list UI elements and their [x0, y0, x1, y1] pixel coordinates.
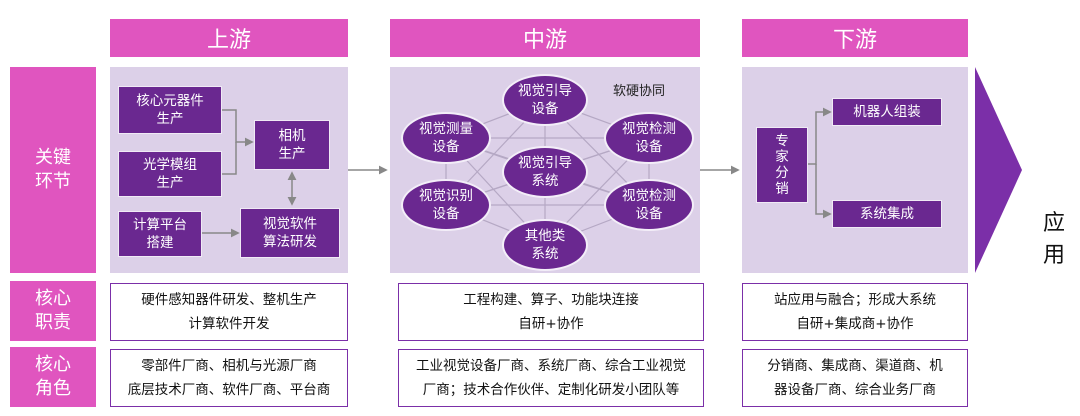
midstream-duty-line: 工程构建、算子、功能块连接	[463, 292, 639, 308]
downstream-role-line: 器设备厂商、综合业务厂商	[774, 382, 936, 398]
downstream-role-line: 分销商、集成商、渠道商、机	[767, 358, 943, 374]
vision-measure-device-node: 视觉测量 设备	[401, 112, 491, 164]
computing-platform-box: 计算平台 搭建	[118, 211, 202, 257]
hardware-software-synergy-label: 软硬协同	[613, 84, 666, 99]
header-downstream: 下游	[742, 19, 968, 57]
vision-guide-device-node: 视觉引导 设备	[502, 74, 588, 126]
upstream-role-line: 底层技术厂商、软件厂商、平台商	[127, 382, 331, 398]
midstream-role-line: 厂商；技术合作伙伴、定制化研发小团队等	[422, 382, 680, 398]
vision-guide-system-node: 视觉引导 系统	[502, 146, 588, 198]
upstream-duty-line: 计算软件开发	[188, 316, 270, 332]
upstream-role-line: 零部件厂商、相机与光源厂商	[141, 358, 317, 374]
downstream-duty-box: 站应用与融合；形成大系统 自研+集成商+协作	[742, 283, 968, 341]
midstream-role-box: 工业视觉设备厂商、系统厂商、综合工业视觉 厂商；技术合作伙伴、定制化研发小团队等	[398, 349, 704, 407]
system-integration-box: 系统集成	[832, 200, 942, 228]
header-upstream: 上游	[110, 19, 348, 57]
application-label: 应 用	[1042, 211, 1065, 268]
upstream-duty-line: 硬件感知器件研发、整机生产	[141, 292, 317, 308]
vision-recognize-device-node: 视觉识别 设备	[401, 179, 491, 231]
row-label-key-links: 关键 环节	[10, 67, 96, 273]
core-components-box: 核心元器件 生产	[118, 86, 222, 134]
expert-distribution-box: 专 家 分 销	[756, 127, 808, 203]
vision-inspect-device-node-bottom: 视觉检测 设备	[604, 179, 694, 231]
midstream-duty-box: 工程构建、算子、功能块连接 自研+协作	[398, 283, 704, 341]
vision-software-box: 视觉软件 算法研发	[240, 208, 340, 258]
midstream-role-line: 工业视觉设备厂商、系统厂商、综合工业视觉	[416, 358, 686, 374]
row-label-core-role: 核心 角色	[10, 347, 96, 407]
downstream-role-box: 分销商、集成商、渠道商、机 器设备厂商、综合业务厂商	[742, 349, 968, 407]
other-systems-node: 其他类 系统	[502, 219, 588, 271]
downstream-duty-line: 站应用与融合；形成大系统	[774, 292, 936, 308]
optical-module-box: 光学模组 生产	[118, 151, 222, 197]
upstream-role-box: 零部件厂商、相机与光源厂商 底层技术厂商、软件厂商、平台商	[110, 349, 348, 407]
header-midstream: 中游	[390, 19, 700, 57]
vision-inspect-device-node-top: 视觉检测 设备	[604, 112, 694, 164]
midstream-duty-line: 自研+协作	[518, 316, 584, 332]
upstream-duty-box: 硬件感知器件研发、整机生产 计算软件开发	[110, 283, 348, 341]
camera-box: 相机 生产	[254, 120, 330, 170]
robot-assembly-box: 机器人组装	[832, 98, 942, 126]
row-label-core-duty: 核心 职责	[10, 281, 96, 341]
downstream-duty-line: 自研+集成商+协作	[796, 316, 914, 332]
